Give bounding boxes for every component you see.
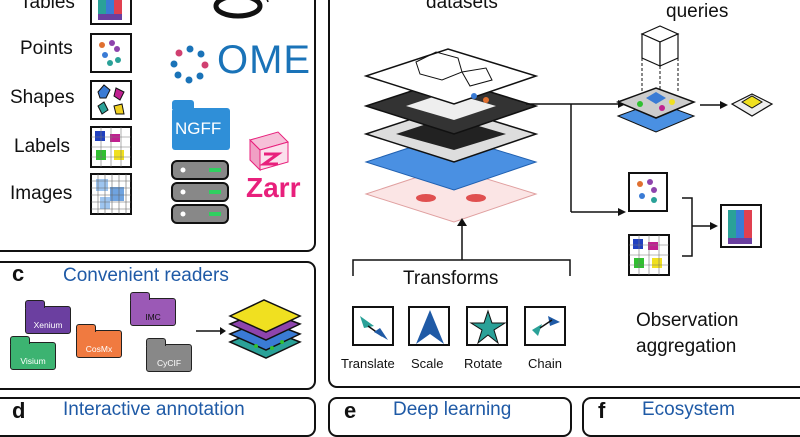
panel-f-title: Ecosystem <box>642 399 735 420</box>
panel-f-letter: f <box>598 398 606 423</box>
element-label-images: Images <box>10 183 73 204</box>
chain-arrows-icon <box>532 316 560 336</box>
translate-box <box>352 306 394 346</box>
folder-imc: IMC <box>129 292 176 326</box>
translate-arrow-icon <box>360 316 388 340</box>
aggregation-label-line2: aggregation <box>636 336 737 357</box>
folder-xenium: Xenium <box>24 300 71 334</box>
panel-e-title: Deep learning <box>393 399 512 420</box>
element-label-shapes: Shapes <box>10 87 75 108</box>
transform-label-scale: Scale <box>411 356 444 371</box>
ngff-logo-text: NGFF <box>175 119 222 138</box>
element-label-points: Points <box>20 38 73 59</box>
folder-cosmx: CosMx <box>75 324 122 358</box>
agg-labels-icon <box>628 234 670 276</box>
ring-logo-icon <box>213 0 269 19</box>
elements-panel <box>0 0 316 252</box>
transforms-bracket <box>352 259 571 276</box>
agg-arrows <box>682 197 718 257</box>
scale-box <box>408 306 450 346</box>
query-result-icon <box>730 93 774 117</box>
shapes-icon <box>90 80 132 120</box>
transforms-title: Transforms <box>403 268 499 289</box>
query-arrow-icon <box>700 101 728 109</box>
transform-label-translate: Translate <box>341 356 395 371</box>
reader-arrow-icon <box>196 327 226 335</box>
panel-c-title: Convenient readers <box>63 265 229 286</box>
transform-label-chain: Chain <box>528 356 562 371</box>
query-layers-icon <box>615 87 697 133</box>
ome-dots-icon <box>170 45 209 84</box>
points-icon <box>90 33 132 73</box>
rotate-star-icon <box>469 309 507 345</box>
dataset-layers-icon <box>363 48 539 223</box>
rotate-box <box>466 306 508 346</box>
transforms-arrow-icon <box>457 218 467 260</box>
flow-arrows <box>526 100 626 216</box>
spatialdata-stack-icon <box>228 299 302 359</box>
ngff-folder-icon: NGFF <box>172 100 230 150</box>
folder-cycif: CyCIF <box>145 338 192 372</box>
ome-logo-text: OME <box>217 38 312 82</box>
server-stack-icon <box>171 160 229 224</box>
labels-icon <box>90 126 132 168</box>
panel-d-letter: d <box>12 398 26 423</box>
transform-label-rotate: Rotate <box>464 356 503 371</box>
queries-title: queries <box>666 1 729 22</box>
panel-d-title: Interactive annotation <box>63 399 245 420</box>
agg-table-icon <box>720 204 762 248</box>
zarr-logo-text: Zarr <box>246 172 301 203</box>
chain-box <box>524 306 566 346</box>
datasets-title: datasets <box>426 0 498 13</box>
folder-visium: Visium <box>9 336 56 370</box>
panel-e-letter: e <box>344 398 357 423</box>
agg-points-icon <box>628 172 668 212</box>
zarr-cube-icon <box>249 131 289 172</box>
element-label-tables: Tables <box>20 0 75 13</box>
aggregation-label-line1: Observation <box>636 310 739 331</box>
scale-arrow-icon <box>416 310 444 344</box>
images-icon <box>90 173 132 215</box>
panel-c-letter: c <box>12 261 25 286</box>
tables-icon <box>90 0 132 25</box>
element-label-labels: Labels <box>14 136 70 157</box>
